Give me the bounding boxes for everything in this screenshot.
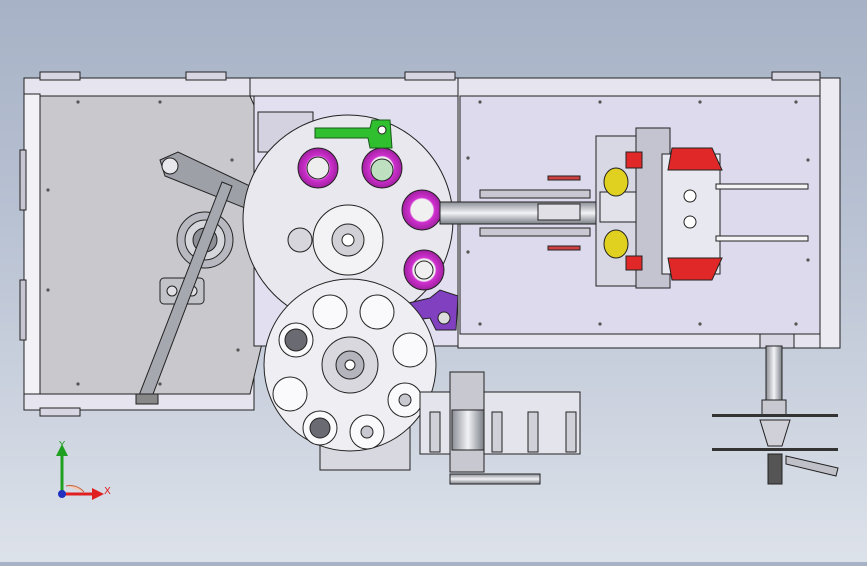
push-rod — [439, 175, 601, 251]
right-frame-bolts — [466, 100, 810, 326]
y-axis-label: Y — [59, 440, 66, 451]
star-wheel-pocket-details — [284, 328, 412, 439]
z-axis-dot — [58, 490, 66, 498]
x-axis-label: X — [104, 486, 111, 497]
cover-plate-bolts — [46, 100, 240, 386]
coordinate-triad — [56, 444, 104, 500]
magenta-pockets — [297, 147, 445, 291]
output-shaft — [712, 345, 839, 485]
lower-star-wheel — [263, 278, 437, 471]
lower-roller-assembly — [419, 371, 581, 485]
gripper-assembly — [595, 127, 809, 289]
green-bracket — [314, 119, 393, 149]
